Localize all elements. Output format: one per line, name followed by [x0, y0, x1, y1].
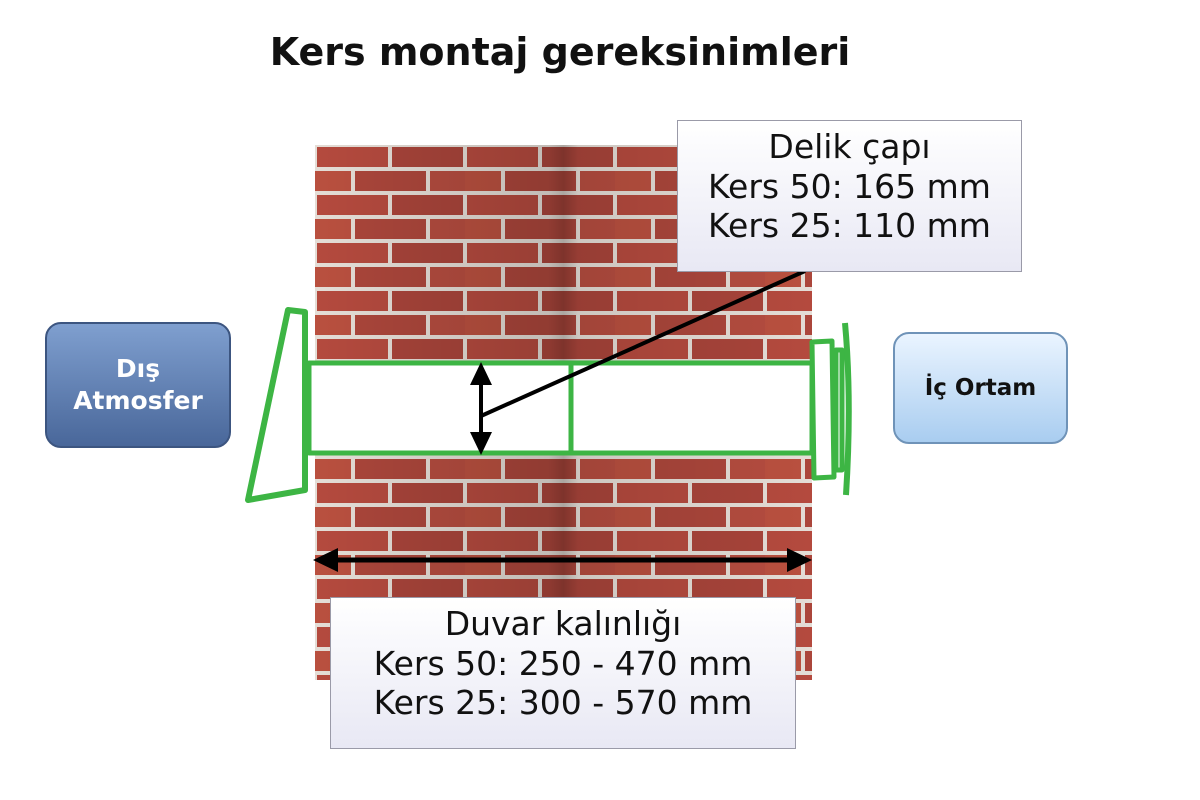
hole-diameter-kers50: Kers 50: 165 mm: [708, 166, 991, 206]
wall-thickness-arrow: [313, 548, 812, 572]
diagram-title: Kers montaj gereksinimleri: [269, 30, 851, 74]
wall-thickness-kers25: Kers 25: 300 - 570 mm: [373, 683, 753, 723]
indoor-label: İç Ortam: [893, 332, 1068, 444]
ventilation-pipe: [245, 307, 852, 503]
outside-atmosphere-label: Dış Atmosfer: [45, 322, 231, 448]
outside-label-line2: Atmosfer: [73, 386, 203, 415]
hole-diameter-arrow: [470, 269, 806, 455]
hole-diameter-callout: Delik çapı Kers 50: 165 mm Kers 25: 110 …: [677, 120, 1022, 272]
hole-diameter-heading: Delik çapı: [768, 127, 931, 166]
wall-thickness-kers50: Kers 50: 250 - 470 mm: [373, 643, 753, 683]
outside-label-line1: Dış: [115, 353, 161, 383]
hole-diameter-kers25: Kers 25: 110 mm: [708, 206, 991, 246]
indoor-label-text: İç Ortam: [924, 375, 1037, 401]
leader-line: [480, 269, 806, 418]
wall-thickness-callout: Duvar kalınlığı Kers 50: 250 - 470 mm Ke…: [330, 597, 796, 749]
wall-thickness-heading: Duvar kalınlığı: [444, 604, 682, 643]
